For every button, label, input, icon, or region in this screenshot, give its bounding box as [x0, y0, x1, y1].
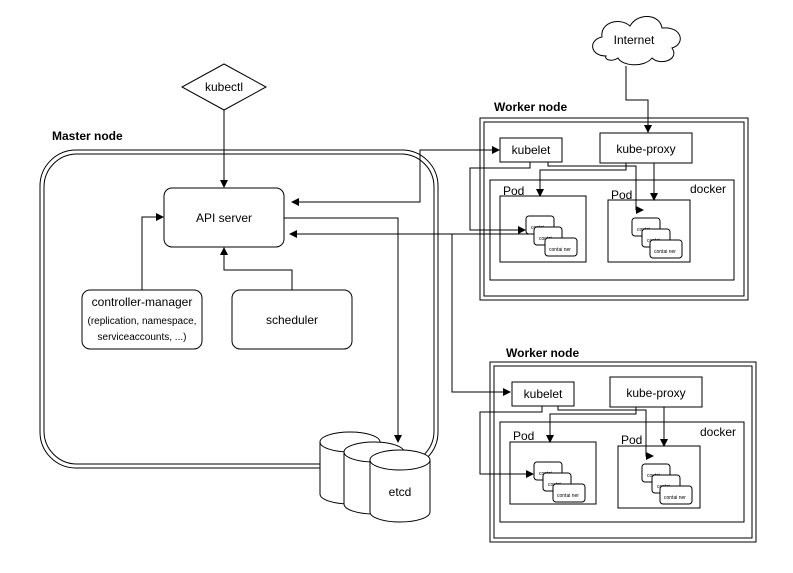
worker-1-pod-2-label: Pod	[611, 188, 632, 202]
worker-node-1-inner-frame	[483, 121, 745, 297]
worker-2-kube-proxy: kube-proxy	[609, 376, 703, 408]
container-box	[544, 237, 578, 257]
worker-2-kubelet-label: kubelet	[524, 387, 563, 401]
container-label: contai ner	[549, 247, 571, 253]
kubectl-node: kubectl	[180, 63, 268, 111]
internet-cloud: Internet	[592, 16, 681, 66]
scheduler-box: scheduler	[231, 289, 353, 350]
controller-manager-detail-1: (replication, namespace,	[88, 316, 197, 327]
worker-2-kube-proxy-label: kube-proxy	[626, 386, 685, 400]
internet-to-kube-proxy-arrow	[625, 66, 652, 133]
master-node-title: Master node	[52, 129, 123, 143]
worker-2-pod-2: Pod contai contai contai ner	[617, 433, 701, 509]
internet-label: Internet	[614, 33, 655, 47]
api-worker-2-kubelet-arrow	[436, 233, 511, 396]
api-server-label: API server	[196, 211, 252, 225]
container-label: contai ner	[557, 493, 579, 499]
worker-1-docker-label: docker	[690, 182, 726, 196]
worker-1-kube-proxy-to-pod-1-arrow	[536, 163, 627, 197]
worker-2-kubelet-to-pod-2-arrow	[557, 406, 654, 460]
scheduler-label: scheduler	[266, 313, 318, 327]
master-node-inner-frame	[43, 153, 435, 465]
scheduler-to-api-arrow	[220, 247, 293, 290]
etcd-cylinder-front	[369, 449, 431, 523]
etcd-database: etcd	[319, 431, 431, 523]
api-to-etcd-arrow	[284, 217, 402, 443]
container-box	[649, 239, 683, 259]
controller-manager-label: controller-manager	[92, 295, 193, 309]
worker-1-kubelet-label: kubelet	[512, 143, 551, 157]
worker-node-1: Worker node kubelet kube-proxy docker Po…	[469, 100, 749, 301]
worker-node-2-title: Worker node	[506, 346, 579, 360]
worker-node-2: Worker node kubelet kube-proxy docker Po…	[479, 346, 757, 543]
controller-manager-box: controller-manager (replication, namespa…	[81, 289, 203, 350]
controller-manager-to-api-arrow	[141, 213, 164, 290]
container-box	[659, 485, 693, 505]
etcd-label: etcd	[389, 485, 412, 499]
api-server-box: API server	[163, 187, 285, 248]
api-worker-1-kubelet-arrow	[291, 146, 500, 206]
kubectl-label: kubectl	[205, 80, 243, 94]
worker-node-1-outer-frame	[479, 117, 749, 301]
container-box	[552, 483, 586, 503]
worker-1-kubelet-to-pod-2-arrow	[547, 162, 644, 214]
worker-2-kube-proxy-to-pod-1-arrow	[546, 407, 637, 443]
worker-2-kubelet-to-pod-1-arrow	[479, 406, 543, 478]
container-label: contai ner	[664, 495, 686, 501]
worker-1-pod-1-label: Pod	[503, 184, 524, 198]
worker-1-kube-proxy-label: kube-proxy	[616, 142, 675, 156]
api-worker-1-pod-arrow	[289, 230, 535, 240]
controller-manager-detail-2: serviceaccounts, ...)	[98, 332, 187, 343]
worker-2-pod-1: Pod contai contai contai ner	[509, 429, 597, 505]
worker-node-2-inner-frame	[493, 365, 753, 539]
worker-node-1-title: Worker node	[494, 100, 567, 114]
worker-1-kube-proxy: kube-proxy	[599, 132, 693, 164]
worker-2-pod-1-label: Pod	[513, 429, 534, 443]
worker-1-kubelet: kubelet	[499, 137, 563, 163]
worker-2-pod-2-label: Pod	[621, 433, 642, 447]
worker-node-2-outer-frame	[489, 361, 757, 543]
worker-1-pod-1: Pod contai contai contai ner	[499, 184, 587, 263]
worker-1-pod-2: Pod contai contai contai ner	[607, 188, 691, 263]
container-label: contai ner	[654, 249, 676, 255]
worker-2-docker-label: docker	[700, 425, 736, 439]
master-node-outer-frame	[39, 149, 439, 469]
worker-2-kubelet: kubelet	[511, 381, 575, 407]
